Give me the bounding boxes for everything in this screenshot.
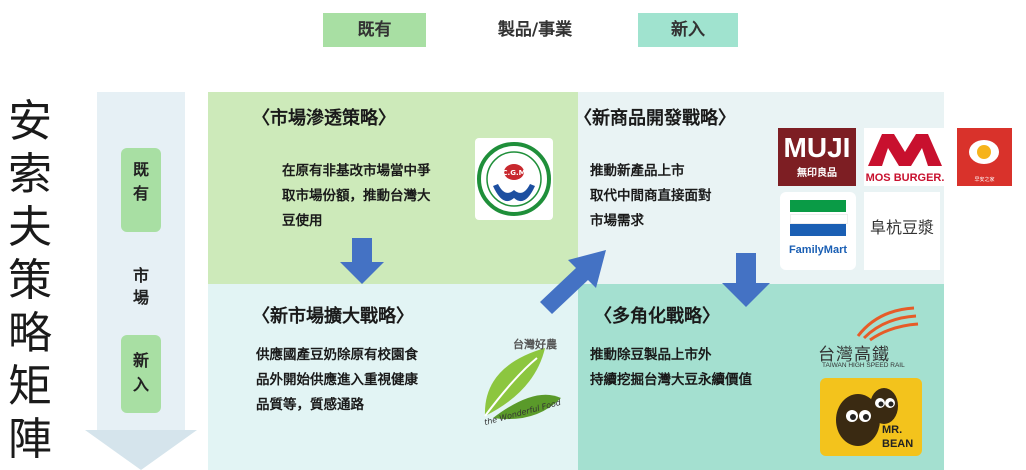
familymart-logo: FamilyMart	[780, 192, 856, 270]
title-char: 策	[8, 255, 52, 306]
title-char: 陣	[8, 414, 52, 465]
title-char: 安	[8, 96, 52, 147]
mr-bean-text-1: MR.	[882, 424, 903, 436]
egg-brand-logo: 早安之家	[957, 128, 1012, 186]
muji-logo: MUJI 無印良品	[778, 128, 856, 186]
title-char: 夫	[8, 202, 52, 253]
arrow-down-right	[722, 253, 770, 307]
market-axis-label: 市 場	[132, 266, 149, 307]
arrow-diagonal-up	[540, 250, 606, 314]
familymart-text: FamilyMart	[788, 244, 848, 256]
taiwan-hsr-subtext: TAIWAN HIGH SPEED RAIL	[822, 362, 905, 369]
egg-brand-text: 早安之家	[974, 177, 995, 183]
header-existing-pill: 既有	[323, 13, 426, 47]
soymilk-brand-text: 阜杭豆漿	[869, 218, 934, 237]
market-dev-title: 〈新市場擴大戰略〉	[252, 306, 414, 327]
arrow-down-left	[340, 238, 384, 284]
mos-burger-logo: MOS BURGER.	[864, 128, 946, 186]
diversification-description: 推動除豆製品上市外 持續挖掘台灣大豆永續價值	[590, 347, 752, 388]
penetration-description: 在原有非基改市場當中爭 取市場份額，推動台灣大 豆使用	[282, 163, 431, 229]
market-new-pill: 新 入	[121, 335, 161, 413]
title-char: 略	[8, 308, 52, 359]
mr-bean-logo: MR. BEAN	[820, 378, 922, 456]
taiwan-good-farm-text: 台灣好農	[513, 338, 557, 351]
market-existing-pill: 既 有	[121, 148, 161, 232]
mr-bean-text-2: BEAN	[882, 438, 914, 450]
header-product-label: 製品/事業	[497, 20, 573, 40]
mos-burger-text: MOS BURGER.	[865, 172, 945, 184]
cgm-logo: C.G.M	[475, 138, 553, 220]
soymilk-brand-logo: 阜杭豆漿	[864, 192, 940, 270]
header-new-pill: 新入	[638, 13, 738, 47]
muji-logo-text: MUJI	[783, 132, 851, 163]
title-char: 矩	[8, 361, 52, 412]
product-dev-description: 推動新產品上市 取代中間商直接面對 市場需求	[590, 163, 712, 229]
product-dev-title: 〈新商品開發戰略〉	[574, 108, 736, 129]
taiwan-good-farm-logo: 台灣好農 the Wonderful Food	[475, 336, 565, 428]
diversification-title: 〈多角化戰略〉	[594, 306, 720, 327]
strategy-matrix-title: 安 索 夫 策 略 矩 陣	[4, 95, 56, 466]
taiwan-hsr-text: 台灣高鐵	[818, 345, 890, 365]
penetration-title: 〈市場滲透策略〉	[252, 108, 396, 129]
taiwan-hsr-logo: 台灣高鐵 TAIWAN HIGH SPEED RAIL	[818, 306, 922, 372]
cgm-logo-text: C.G.M	[502, 169, 526, 177]
muji-logo-subtext: 無印良品	[797, 168, 837, 179]
market-dev-description: 供應國產豆奶除原有校園食 品外開始供應進入重視健康 品質等，質感通路	[256, 347, 418, 413]
title-char: 索	[8, 149, 52, 200]
